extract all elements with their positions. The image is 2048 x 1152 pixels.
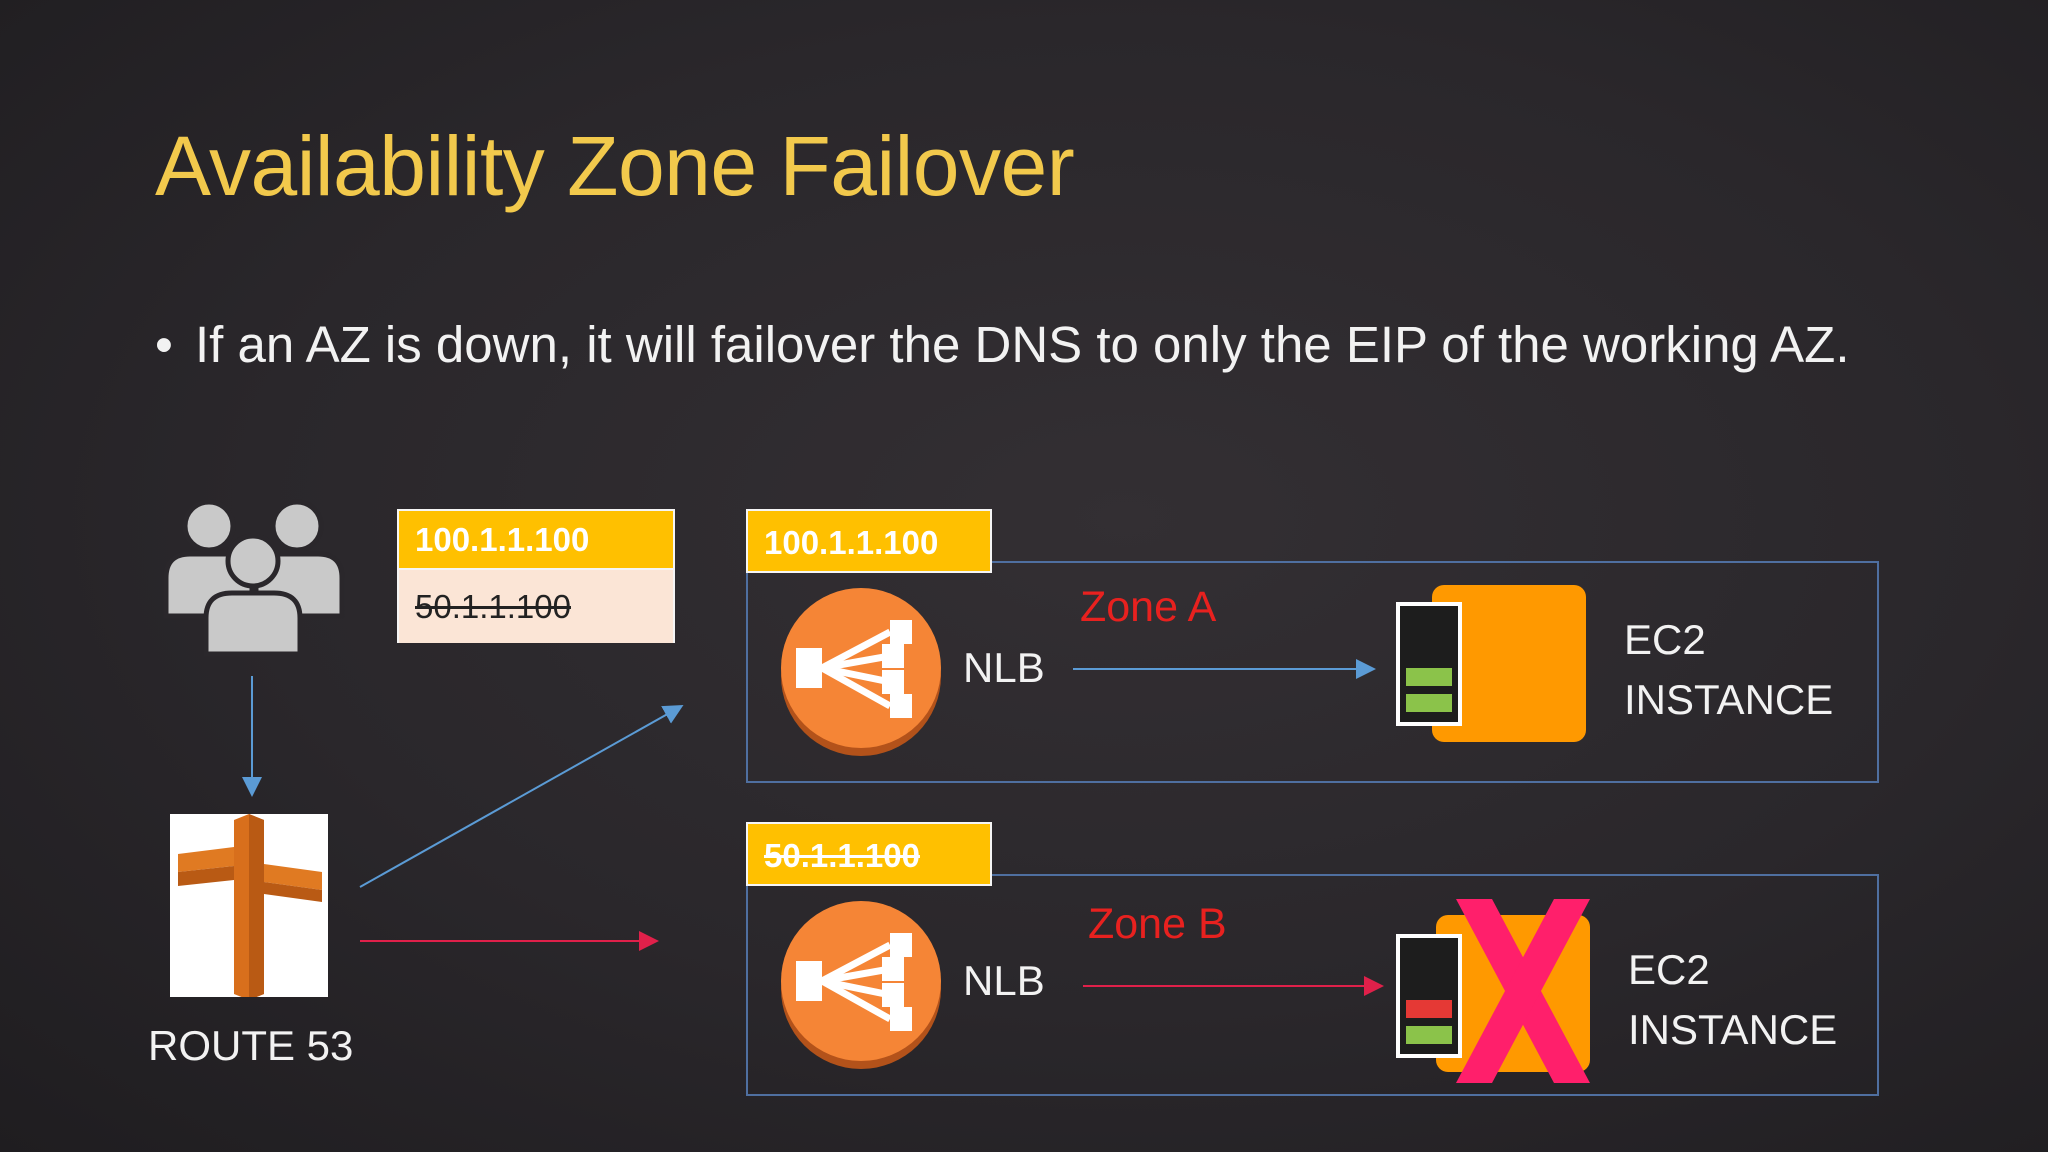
dns-record-box: 100.1.1.100 50.1.1.100: [397, 509, 675, 643]
zone-a-eip-tag: 100.1.1.100: [746, 509, 992, 573]
users-icon: [163, 499, 345, 657]
load-balancer-icon: [781, 588, 941, 756]
zone-b-ec2-label-line2: INSTANCE: [1628, 1006, 1838, 1053]
bullet-text: If an AZ is down, it will failover the D…: [195, 316, 1850, 373]
zone-b-nlb-label: NLB: [963, 957, 1045, 1004]
route53-to-zone-a-arrow: [359, 705, 684, 888]
zone-a-nlb-label: NLB: [963, 644, 1045, 691]
zone-a-ec2-label: EC2 INSTANCE: [1624, 610, 1833, 730]
load-balancer-icon: [781, 901, 941, 1069]
zone-b-health-indicator: [1396, 934, 1462, 1058]
dns-record-removed-ip: 50.1.1.100: [399, 570, 673, 643]
zone-a-ec2-label-line1: EC2: [1624, 616, 1706, 663]
zone-b-label: Zone B: [1088, 900, 1227, 948]
bullet-symbol: •: [155, 316, 173, 373]
zone-b-box: [746, 874, 1879, 1096]
zone-b-eip-tag: 50.1.1.100: [746, 822, 992, 886]
route53-label: ROUTE 53: [148, 1022, 354, 1069]
slide-title: Availability Zone Failover: [155, 119, 1075, 213]
zone-b-ec2-label-line1: EC2: [1628, 946, 1710, 993]
bullet-point: • If an AZ is down, it will failover the…: [155, 312, 1915, 378]
zone-a-ec2-label-line2: INSTANCE: [1624, 676, 1834, 723]
route53-icon: [178, 814, 322, 1000]
zone-a-box: [746, 561, 1879, 783]
failure-x-icon: [1456, 899, 1590, 1083]
dns-record-active-ip: 100.1.1.100: [399, 511, 673, 570]
route53-icon-frame: [170, 814, 328, 1000]
zone-a-label: Zone A: [1080, 583, 1217, 631]
zone-a-health-indicator: [1396, 602, 1462, 726]
zone-b-ec2-label: EC2 INSTANCE: [1628, 940, 1837, 1060]
